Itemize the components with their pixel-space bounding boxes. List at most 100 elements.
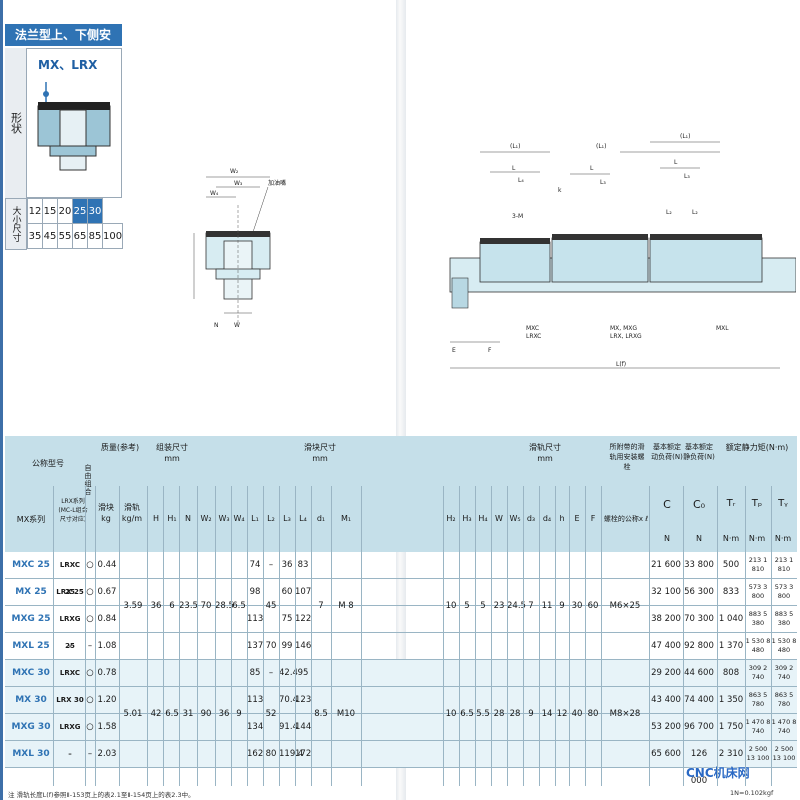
cell-l4: 146 — [295, 641, 312, 651]
col-assembly: 组装尺寸 — [156, 443, 188, 452]
cell-ty: 213 1 810 — [774, 556, 794, 573]
col-rail-dim: 滑轨尺寸 — [529, 443, 561, 452]
size-cell: 20 — [57, 198, 73, 224]
merged-e: 30 — [571, 601, 583, 611]
grid-line — [539, 486, 540, 786]
col-slider-mass: 滑块 — [98, 503, 114, 512]
cell-c0: 126 000 — [690, 749, 708, 786]
grid-line — [163, 486, 164, 786]
svg-text:W₄: W₄ — [210, 190, 219, 197]
svg-text:L: L — [674, 159, 678, 166]
cell-l2: 80 — [265, 749, 277, 759]
cell-ty: 1 530 8 480 — [771, 637, 797, 654]
col-assembly-unit: mm — [164, 454, 180, 463]
cell-l3: 75 — [281, 614, 293, 624]
grid-line — [771, 486, 772, 786]
merged-m1: M 8 — [338, 601, 354, 611]
cell-lrx: LRXG 25 — [59, 615, 81, 650]
col-C-sym: C — [663, 498, 671, 511]
size-cell: 35 — [27, 223, 43, 249]
cell-mass: 0.78 — [97, 668, 117, 678]
cell-mx: MXG 25 — [11, 614, 51, 624]
grid-line — [247, 486, 248, 786]
merged-h1: 6.5 — [165, 709, 179, 719]
grid-line — [215, 486, 216, 786]
merged-bolt: M8×28 — [609, 709, 641, 719]
cell-l2: – — [268, 668, 274, 678]
col-d4: d₄ — [542, 514, 552, 523]
page-gutter — [396, 0, 406, 800]
cell-ty: 863 5 780 — [774, 691, 794, 708]
cell-tp: 1 530 8 480 — [745, 637, 771, 654]
col-rail-mass: 滑轨 — [124, 503, 140, 512]
svg-text:3-M: 3-M — [512, 213, 523, 220]
cell-l4: 95 — [297, 668, 309, 678]
grid-line — [523, 486, 524, 786]
merged-e: 40 — [571, 709, 583, 719]
svg-text:W₃: W₃ — [234, 180, 243, 187]
col-H2: H₂ — [446, 514, 456, 523]
cell-c0: 74 400 — [684, 695, 714, 705]
size-cell: 85 — [87, 223, 103, 249]
svg-text:E: E — [452, 347, 456, 354]
merged-h: 9 — [559, 601, 565, 611]
svg-text:(L₁): (L₁) — [510, 143, 520, 150]
svg-text:MX, MXG: MX, MXG — [610, 325, 637, 332]
size-cell: 12 — [27, 198, 43, 224]
left-border — [0, 0, 3, 800]
cell-mx: MXG 30 — [11, 722, 51, 732]
svg-text:L₃: L₃ — [600, 179, 606, 186]
merged-m1: M10 — [336, 709, 356, 719]
cell-tr: 1 040 — [718, 614, 744, 624]
col-bolt: 所附带的滑轨用安装螺栓 — [609, 443, 645, 471]
cell-mass: 0.67 — [97, 587, 117, 597]
col-L2: L₂ — [267, 514, 275, 523]
col-E: E — [574, 514, 580, 523]
col-C: 基本额定动负荷(N) — [651, 443, 683, 461]
cell-mass: 1.58 — [97, 722, 117, 732]
cell-l3: 99 — [281, 641, 293, 651]
size-label: 大小尺寸 — [5, 198, 27, 250]
cell-combo: – — [87, 749, 93, 759]
col-slider-dim: 滑块尺寸 — [304, 443, 336, 452]
merged-d3: 7 — [528, 601, 534, 611]
col-F: F — [590, 514, 596, 523]
grid-line — [263, 486, 264, 786]
cell-combo: ○ — [86, 722, 94, 732]
merged-w3: 28.5 — [215, 601, 234, 611]
svg-text:(L₁): (L₁) — [680, 133, 690, 140]
svg-text:LRX, LRXG: LRX, LRXG — [610, 333, 642, 340]
grid-line — [197, 486, 198, 786]
merged-h3: 5 — [464, 601, 470, 611]
table-header: 公称型号 MX系列 LRX系列(MC-L组合尺寸对应) 自由组合 质量(参考) … — [5, 436, 797, 552]
cell-c: 21 600 — [651, 560, 681, 570]
merged-f: 80 — [587, 709, 599, 719]
grid-line — [555, 486, 556, 786]
merged-h: 12 — [556, 709, 568, 719]
grid-line — [147, 486, 148, 786]
grid-line — [683, 486, 684, 786]
merged-l2: 52 — [265, 709, 277, 719]
col-H4: H₄ — [478, 514, 488, 523]
cell-l1: 137 — [247, 641, 264, 651]
cell-c: 53 200 — [651, 722, 681, 732]
merged-f: 60 — [587, 601, 599, 611]
cell-mass: 1.08 — [97, 641, 117, 651]
cell-l2: – — [268, 560, 274, 570]
col-mx-series: MX系列 — [16, 515, 46, 524]
col-slider-unit: kg — [101, 514, 111, 523]
col-lrx-series: LRX系列(MC-L组合尺寸对应) — [58, 498, 88, 523]
merged-w2: 70 — [200, 601, 212, 611]
cell-tp: 863 5 780 — [748, 691, 768, 708]
col-d1: d₁ — [316, 514, 326, 523]
cell-l3: 42.4 — [279, 668, 298, 678]
merged-d3: 9 — [528, 709, 534, 719]
cell-c: 38 200 — [651, 614, 681, 624]
cell-c: 65 600 — [651, 749, 681, 759]
cell-l1: 74 — [249, 560, 261, 570]
col-h: h — [559, 514, 565, 523]
